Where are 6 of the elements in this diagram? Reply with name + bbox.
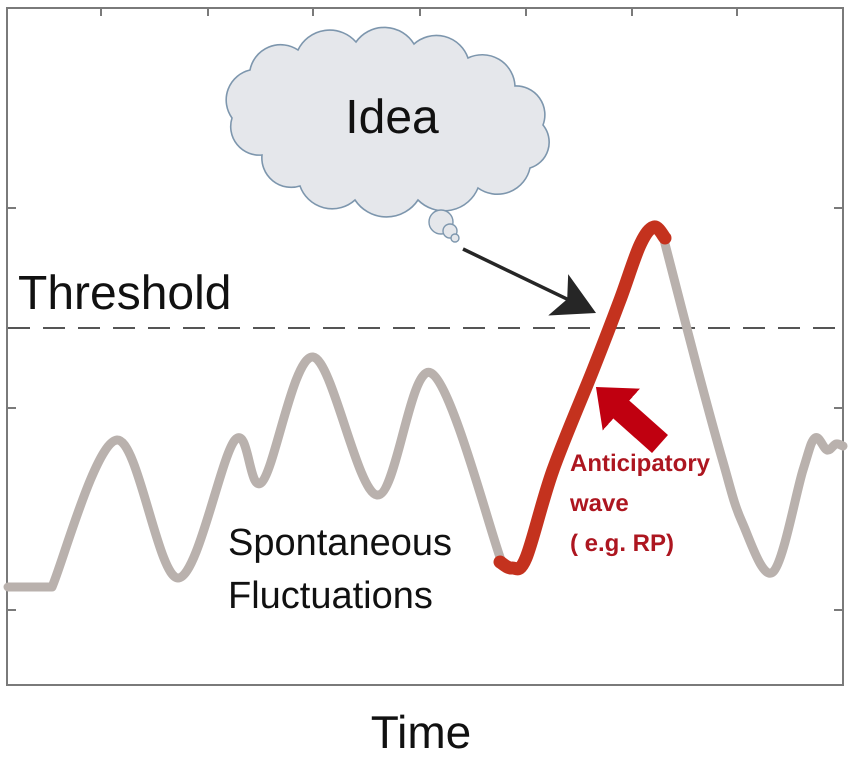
callout-text: Anticipatory wave ( e.g. RP) [570, 444, 710, 564]
axis-title: Time [370, 709, 472, 755]
block-arrow [596, 386, 668, 453]
threshold-label: Threshold [18, 270, 232, 318]
annotation-text: Spontaneous Fluctuations [228, 521, 452, 619]
arrow [462, 247, 596, 316]
